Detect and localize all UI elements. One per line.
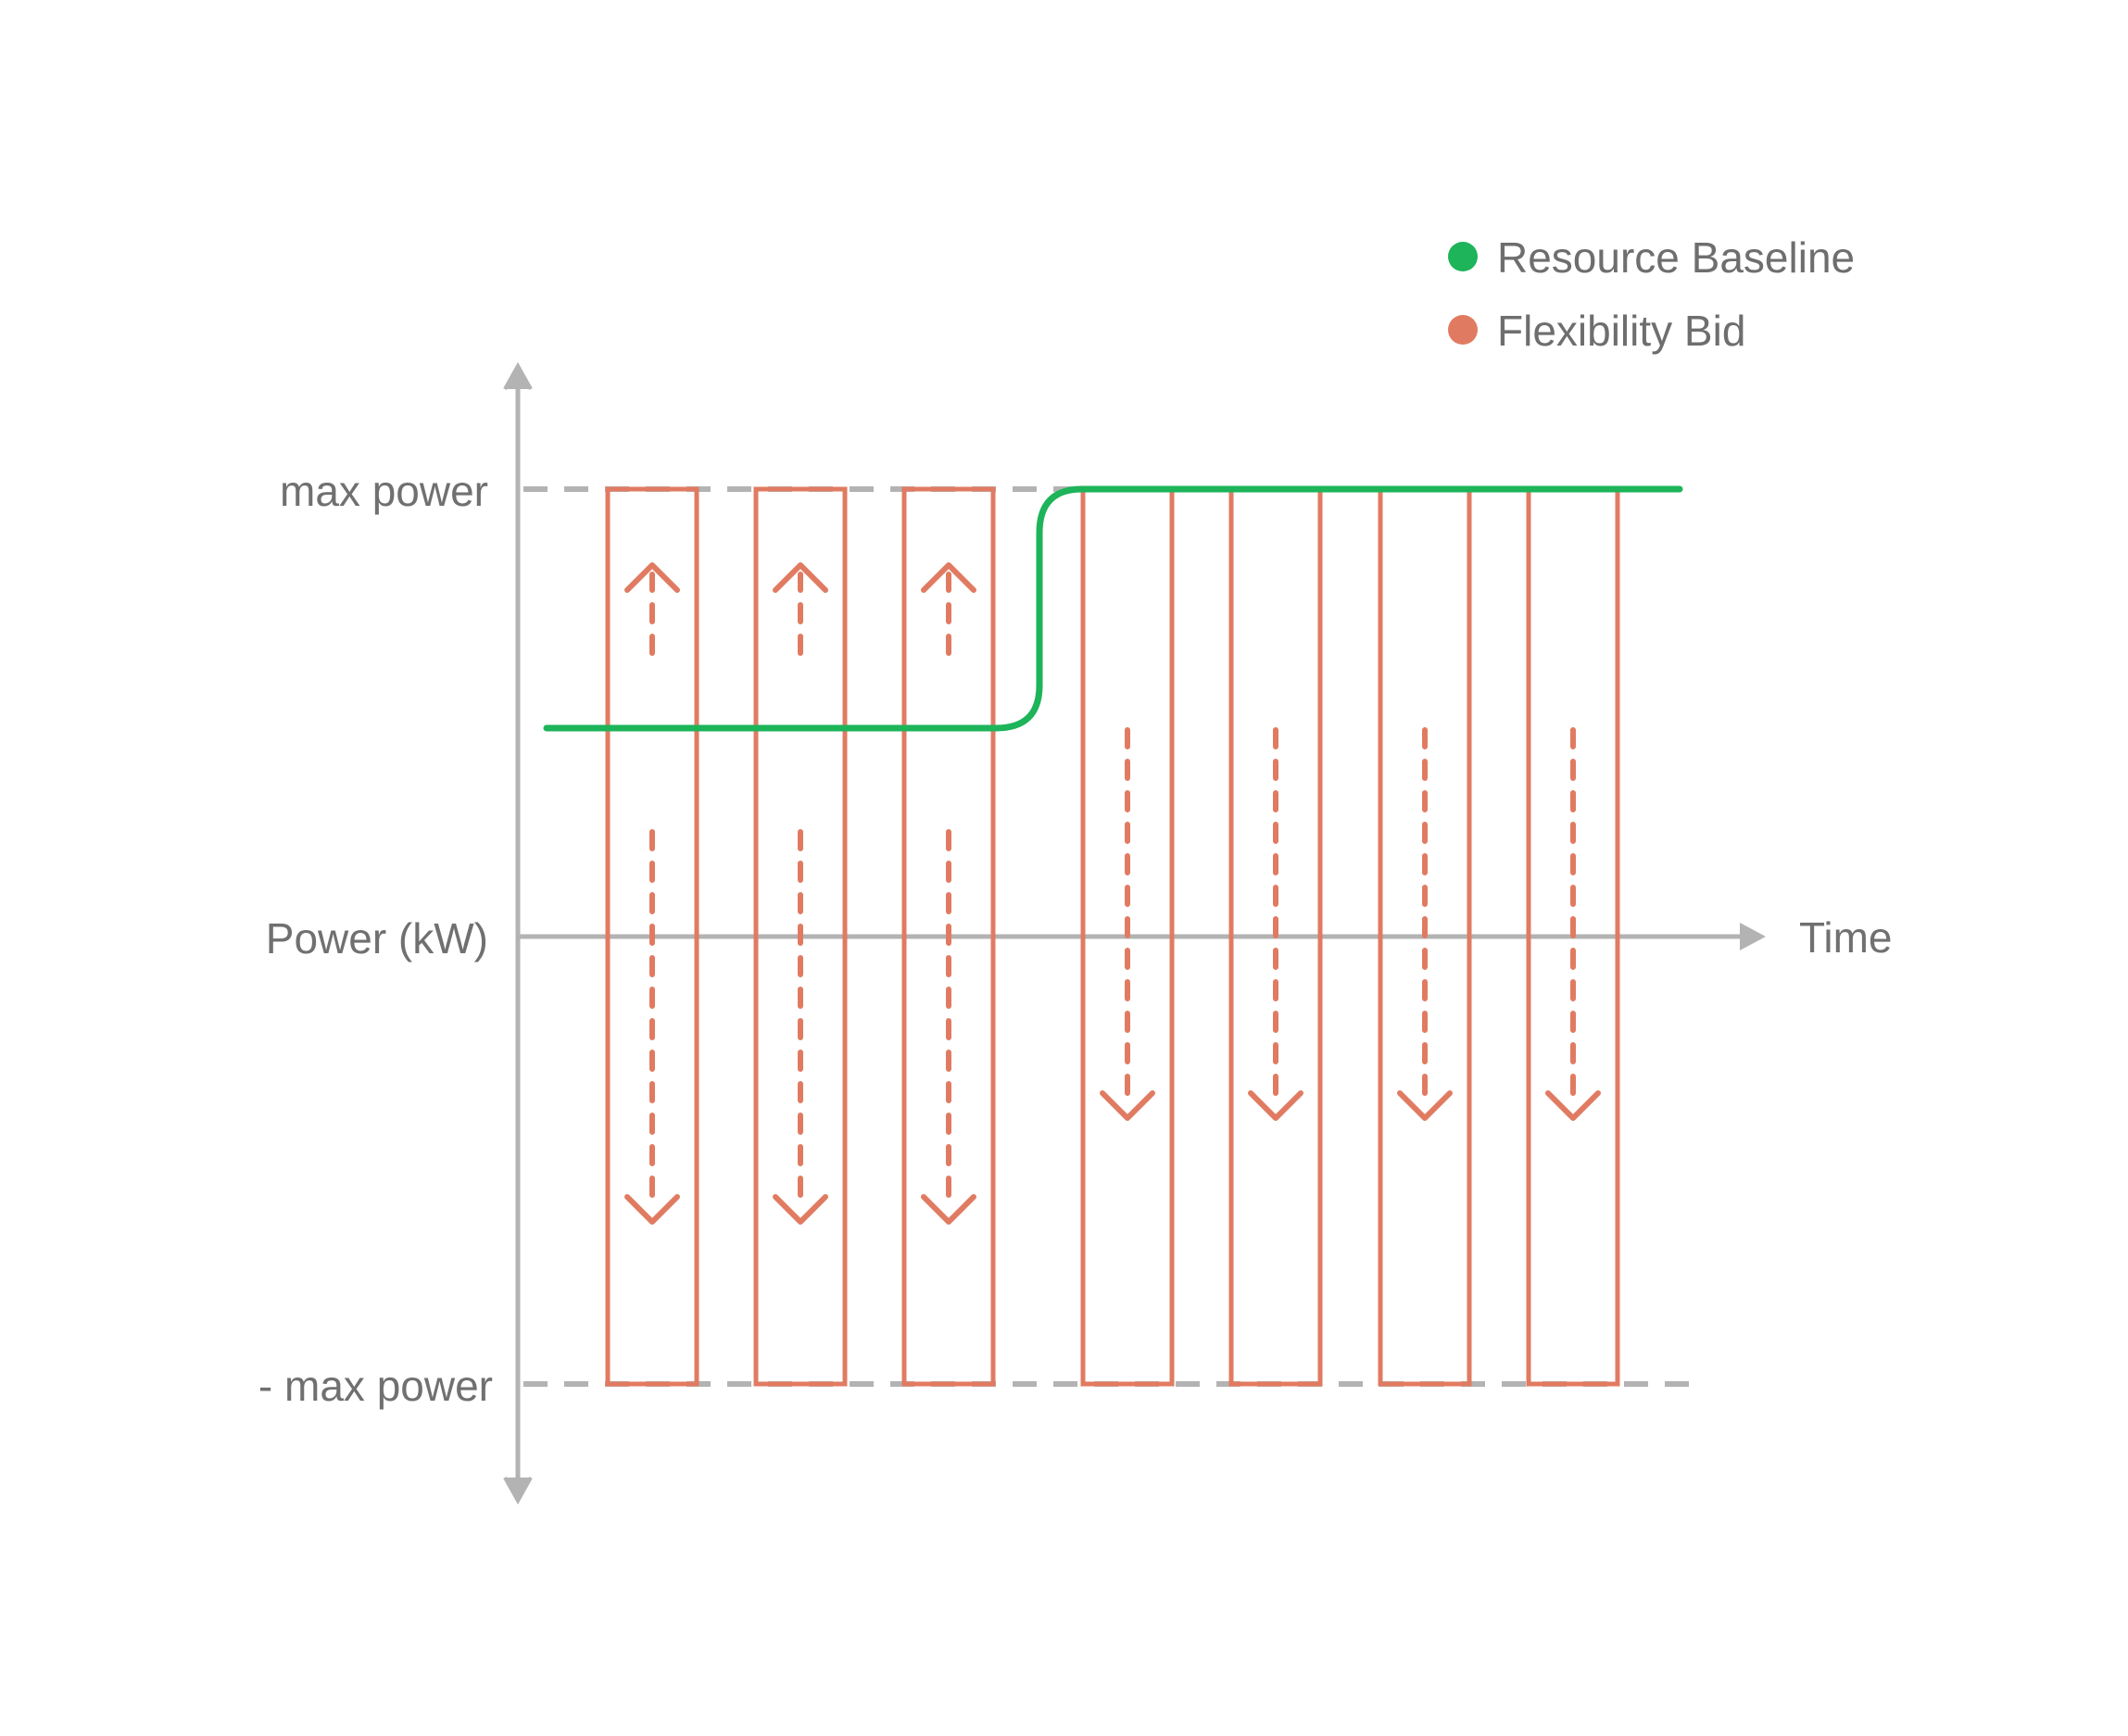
bid-2 bbox=[753, 486, 848, 1387]
min-power-label: - max power bbox=[258, 1362, 493, 1410]
bid-rect bbox=[901, 486, 996, 1387]
legend-bid-marker bbox=[1448, 315, 1478, 345]
arrow-up-icon bbox=[921, 562, 976, 593]
arrow-up-icon bbox=[624, 562, 680, 593]
y-axis-label: Power (kW) bbox=[266, 914, 488, 962]
bid-rect bbox=[605, 486, 699, 1387]
bid-1 bbox=[605, 486, 699, 1387]
arrow-down-icon bbox=[773, 1194, 828, 1225]
y-axis-up-arrow-icon bbox=[503, 361, 533, 390]
legend-bid-label: Flexibility Bid bbox=[1497, 307, 1745, 355]
legend-baseline-marker bbox=[1448, 242, 1478, 271]
arrow-down-icon bbox=[921, 1194, 976, 1225]
axes bbox=[503, 361, 1766, 1505]
arrow-down-icon bbox=[1397, 1090, 1453, 1121]
arrow-up-icon bbox=[773, 562, 828, 593]
legend: Resource Baseline Flexibility Bid bbox=[1448, 233, 1855, 355]
x-axis-label: Time bbox=[1799, 913, 1893, 962]
y-axis-down-arrow-icon bbox=[503, 1477, 533, 1505]
arrow-down-icon bbox=[624, 1194, 680, 1225]
arrow-down-icon bbox=[1248, 1090, 1303, 1121]
resource-baseline bbox=[543, 485, 1683, 732]
arrow-down-icon bbox=[1545, 1090, 1601, 1121]
legend-baseline-label: Resource Baseline bbox=[1497, 233, 1855, 282]
bid-3 bbox=[901, 486, 996, 1387]
arrow-down-icon bbox=[1100, 1090, 1155, 1121]
bid-rect bbox=[753, 486, 848, 1387]
max-power-label: max power bbox=[280, 467, 488, 515]
x-axis-arrow-icon bbox=[1740, 923, 1766, 950]
